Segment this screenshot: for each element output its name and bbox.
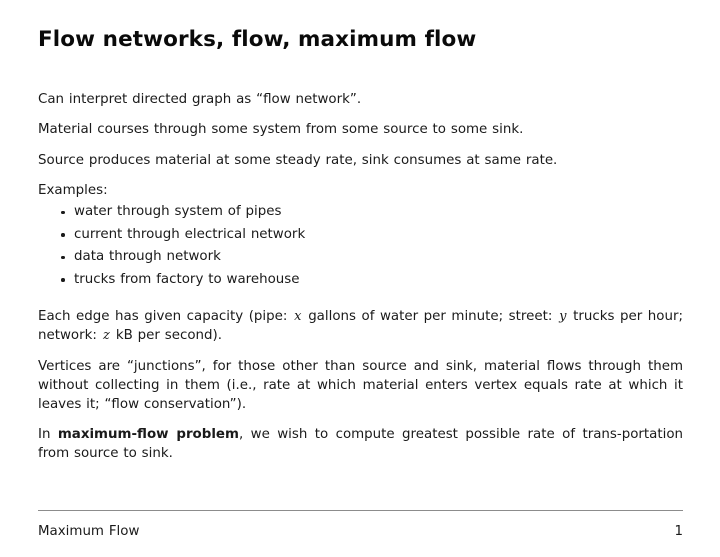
paragraph-vertices: Vertices are “junctions”, for those othe… [38, 358, 683, 412]
list-item-label: trucks from factory to warehouse [74, 271, 300, 287]
examples-label: Examples: [38, 183, 108, 198]
examples-list: water through system of pipes current th… [38, 204, 683, 288]
maxflow-bold-term: maximum-flow problem [57, 427, 239, 442]
page-footer: Maximum Flow 1 [38, 510, 683, 539]
math-variable-y: y [559, 309, 567, 324]
spacer [38, 294, 683, 307]
capacity-text-part-4: kB per second). [115, 328, 222, 343]
slide-content: Flow networks, flow, maximum flow Can in… [38, 0, 683, 475]
bullet-dot-icon [61, 255, 65, 260]
list-item: water through system of pipes [38, 204, 683, 220]
math-variable-z: z [102, 328, 110, 343]
paragraph-intro: Can interpret directed graph as “flow ne… [38, 91, 362, 107]
list-item-label: water through system of pipes [74, 204, 282, 219]
math-variable-x: x [294, 309, 302, 324]
list-item: current through electrical network [38, 227, 683, 243]
bullet-dot-icon [61, 210, 65, 215]
page-title: Flow networks, flow, maximum flow [38, 27, 477, 52]
list-item-label: current through electrical network [74, 226, 306, 242]
list-item: data through network [38, 249, 683, 265]
footer-divider [38, 510, 683, 511]
bullet-dot-icon [61, 278, 65, 282]
paragraph-source-rate: Source produces material at some steady … [38, 152, 558, 168]
slide-body: Can interpret directed graph as “flow ne… [38, 51, 683, 464]
footer-row: Maximum Flow 1 [38, 524, 683, 539]
bullet-dot-icon [61, 233, 65, 237]
maxflow-prefix: In [38, 427, 51, 442]
paragraph-maxflow: In maximum-flow problem, we wish to comp… [38, 425, 683, 463]
paragraph-capacity: Each edge has given capacity (pipe: x ga… [38, 307, 683, 345]
page-number: 1 [674, 524, 683, 539]
list-item: trucks from factory to warehouse [38, 272, 683, 288]
capacity-text-part-1: Each edge has given capacity (pipe: [38, 309, 288, 324]
maxflow-suffix: , we wish to compute greatest possible r… [38, 427, 684, 461]
footer-left-label: Maximum Flow [38, 524, 140, 539]
list-item-label: data through network [74, 249, 221, 264]
capacity-text-part-3: trucks per hour; network: [38, 309, 683, 343]
paragraph-material: Material courses through some system fro… [38, 122, 524, 137]
capacity-text-part-2: gallons of water per minute; street: [308, 309, 553, 324]
